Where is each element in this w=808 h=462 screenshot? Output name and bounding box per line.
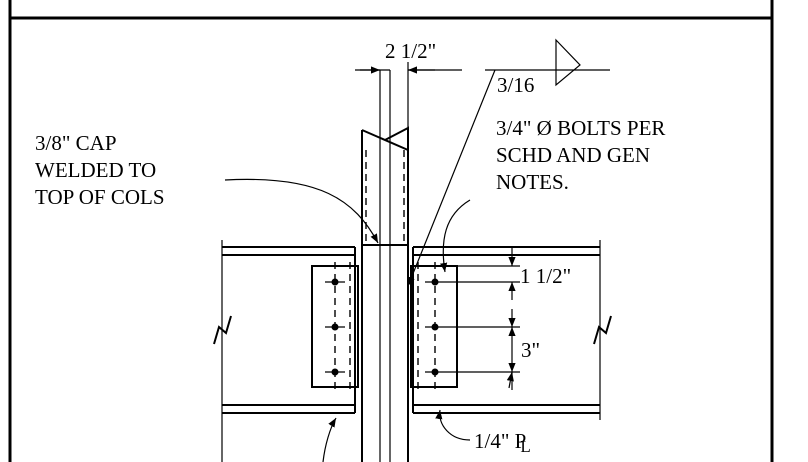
cap-note-leader (224, 178, 379, 244)
bolt (331, 323, 339, 331)
cap-note-line-2: WELDED TO (35, 158, 156, 182)
plate-leader (435, 409, 471, 441)
bolt (331, 368, 339, 376)
left-beam (221, 240, 356, 462)
plate-symbol-text: L (520, 437, 530, 456)
right-bolt-group (417, 262, 445, 392)
bolt (431, 323, 439, 331)
bolt (431, 278, 439, 286)
cap-note-line-3: TOP OF COLS (35, 185, 165, 209)
weld-size-label: 3/16 (497, 73, 534, 97)
bolt-note-line-2: SCHD AND GEN (496, 143, 650, 167)
right-break-symbol (593, 315, 612, 345)
plate-size-text: 1/4" P (474, 429, 526, 453)
bolt (331, 278, 339, 286)
plate-label: 1/4" PL (474, 429, 531, 456)
bolt-spacing-dimension (445, 248, 520, 390)
offset-dimension (355, 62, 462, 130)
bolt-note-line-1: 3/4" Ø BOLTS PER (496, 116, 665, 140)
offset-dimension-label: 2 1/2" (385, 39, 436, 63)
left-break-symbol (213, 315, 232, 345)
bolt-note-line-3: NOTES. (496, 170, 569, 194)
drawing-border (8, 0, 774, 462)
left-bolt-group (325, 262, 351, 392)
lower-left-leader (322, 417, 337, 462)
bolt (431, 368, 439, 376)
edge-dimension-label: 1 1/2" (520, 264, 571, 288)
cap-note-line-1: 3/8" CAP (35, 131, 117, 155)
spacing-dimension-label: 3" (521, 338, 540, 362)
bolt-note-leader (440, 199, 471, 273)
right-beam (412, 240, 601, 420)
column (361, 70, 409, 462)
upper-column-stub (361, 126, 409, 245)
weld-symbol (407, 38, 610, 287)
